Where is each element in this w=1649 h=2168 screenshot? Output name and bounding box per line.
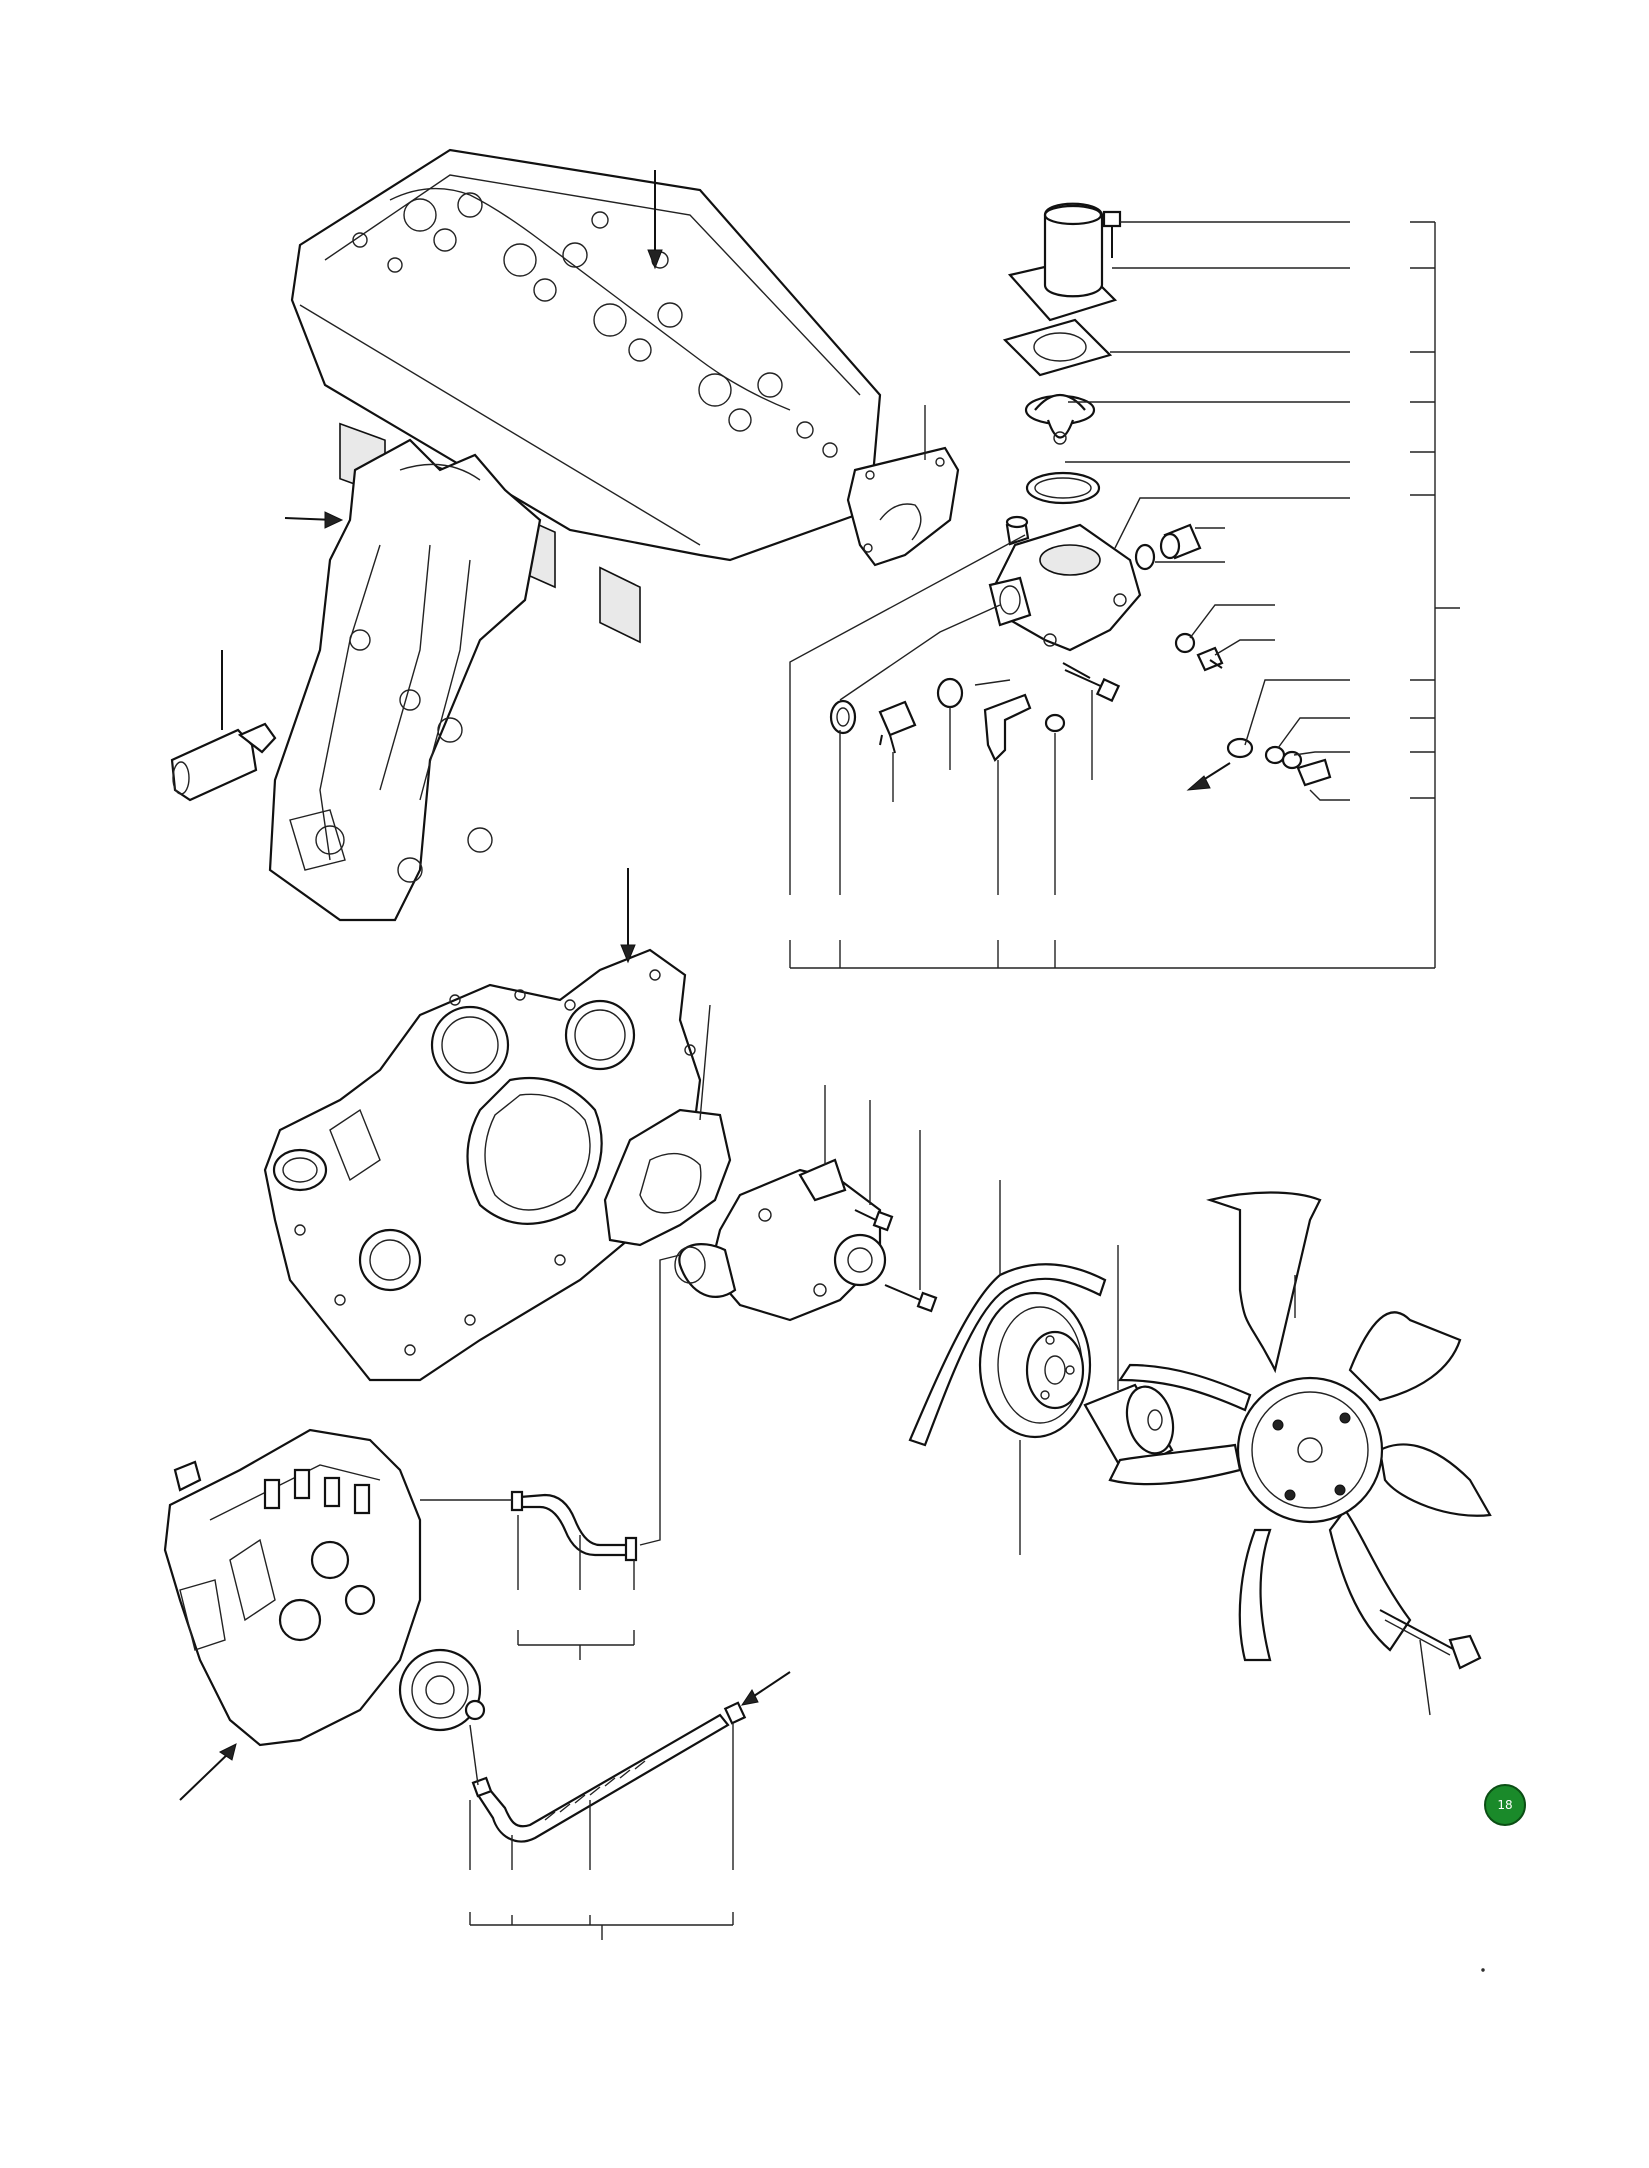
pump-bolt-short (855, 1100, 892, 1230)
fan-bolt (1380, 1610, 1480, 1715)
housing-stud-bolt (1198, 648, 1222, 670)
thermostat-o-ring (1027, 473, 1099, 503)
fan-spacer (1085, 1245, 1180, 1475)
fuel-injection-pump (165, 1430, 484, 1745)
water-temp-sender-plug (831, 701, 855, 733)
thermostat-gasket (1005, 320, 1110, 375)
switch-gasket (938, 679, 962, 707)
side-cover-gasket (848, 405, 958, 565)
plug-gasket (1136, 545, 1154, 569)
long-stud-bolt (1063, 663, 1090, 678)
thermostat (1026, 395, 1094, 444)
housing-nut (1176, 634, 1194, 652)
page-number-label: 18 (1497, 1798, 1513, 1812)
lower-hose-pointer-arrow (742, 1672, 790, 1705)
head-pointer-arrow (648, 170, 662, 268)
thermostat-cover (1010, 204, 1115, 320)
injection-pump-pointer-arrow (180, 1744, 236, 1800)
gear-case-pointer-arrow (621, 868, 635, 962)
page-number-badge: 18 (1484, 1784, 1526, 1826)
lower-coolant-hose (470, 1703, 745, 1940)
upper-coolant-hose (420, 1255, 680, 1660)
oil-pressure-switch (172, 650, 275, 800)
v-belt (910, 1180, 1105, 1445)
water-temp-switch (880, 702, 915, 753)
cover-bolt (1104, 212, 1120, 258)
block-pointer-arrow (285, 512, 342, 528)
water-pump (675, 1085, 885, 1320)
thermostat-housing (990, 525, 1140, 650)
hose-plug (1161, 525, 1200, 558)
drain-direction-arrow (1188, 763, 1230, 790)
cylinder-block-plate (270, 440, 540, 920)
bracket-bolt (1046, 715, 1064, 731)
cooling-fan (1110, 1193, 1490, 1661)
housing-plug (1007, 517, 1028, 544)
drain-cock (1228, 739, 1330, 785)
water-pump-gasket (605, 1005, 730, 1245)
housing-bolt (1065, 670, 1119, 701)
cylinder-head (292, 150, 880, 642)
gear-case (265, 950, 700, 1380)
mounting-bracket (985, 695, 1030, 760)
thermostat-callout-lines (790, 222, 1460, 968)
fan-pulley (980, 1293, 1090, 1555)
pump-bolt-long (885, 1130, 936, 1311)
